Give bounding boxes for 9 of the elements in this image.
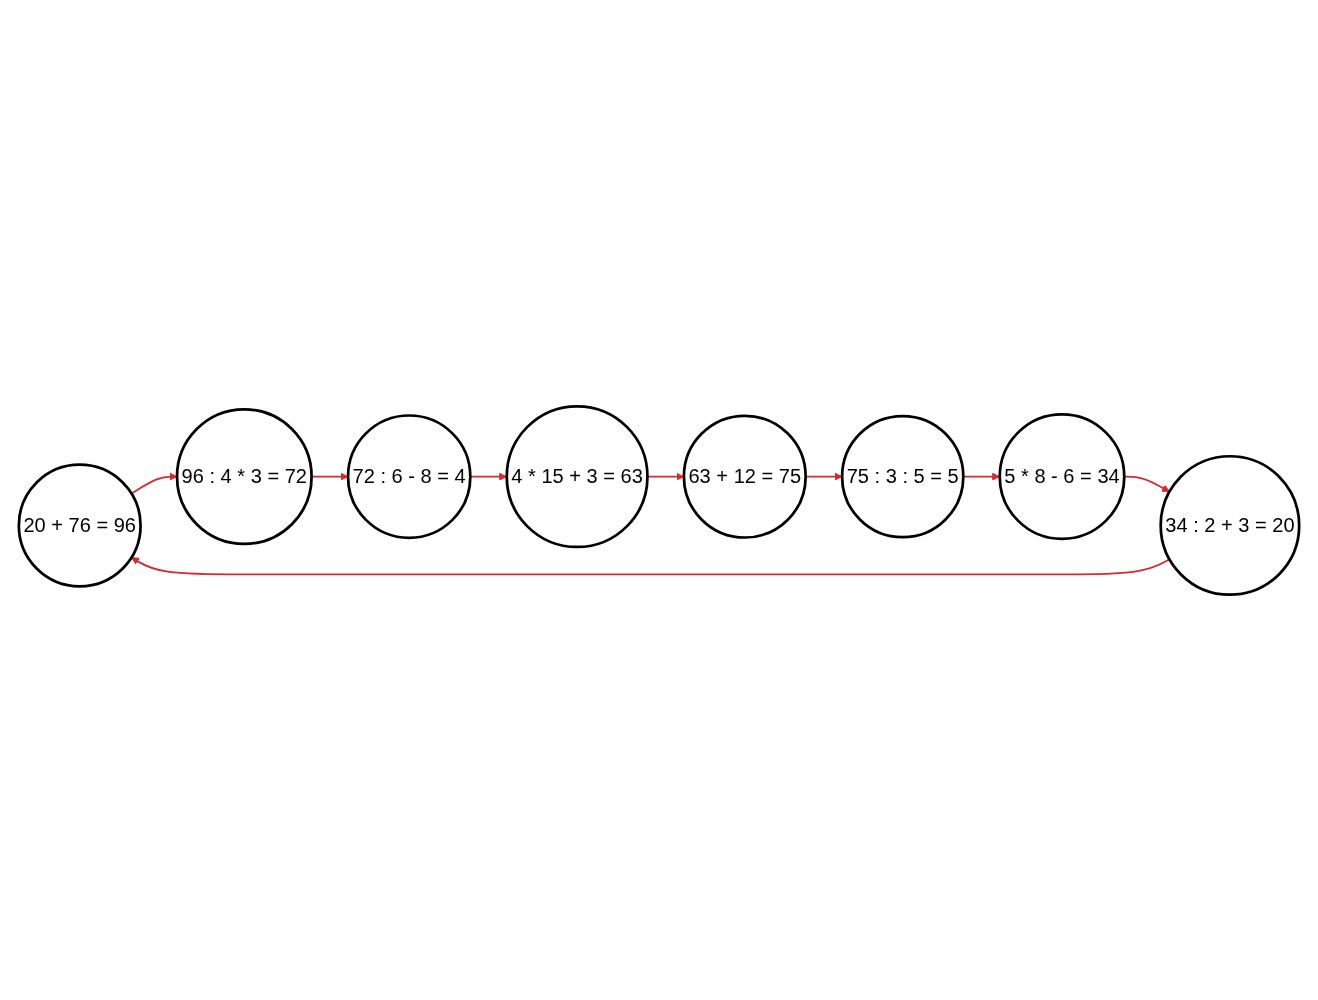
equation-circle: 96 : 4 * 3 = 72: [175, 407, 313, 545]
equation-circle: 75 : 3 : 5 = 5: [840, 414, 965, 539]
equation-circle: 5 * 8 - 6 = 34: [998, 412, 1126, 540]
arrow: [131, 556, 1171, 575]
equation-circle: 4 * 15 + 3 = 63: [505, 404, 649, 548]
equation-circle: 72 : 6 - 8 = 4: [346, 413, 472, 539]
equation-circle: 20 + 76 = 96: [17, 462, 142, 588]
equation-circle: 63 + 12 = 75: [682, 413, 807, 539]
equation-circle: 34 : 2 + 3 = 20: [1159, 454, 1301, 596]
